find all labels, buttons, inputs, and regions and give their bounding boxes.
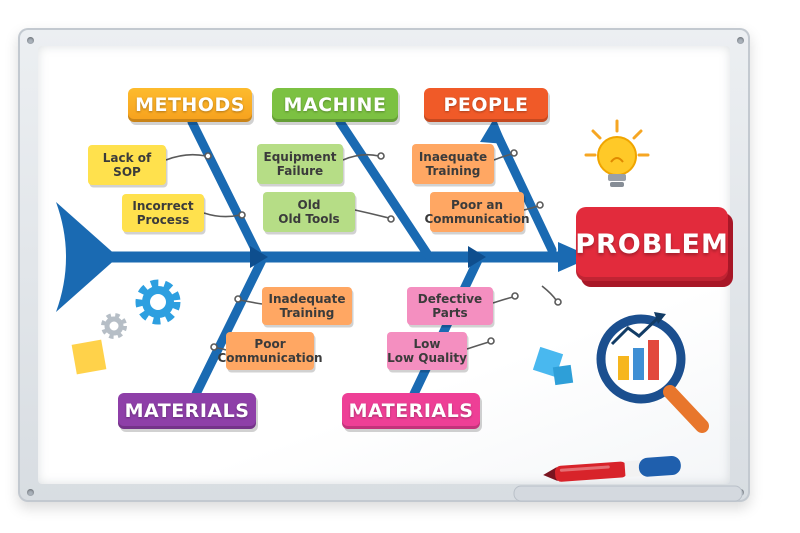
cause-connectors bbox=[165, 149, 562, 351]
cause-inadequate-training-top: Inaequate Training bbox=[412, 144, 494, 184]
sticky-note-blue-icon bbox=[552, 364, 574, 386]
rib-materials-left bbox=[191, 255, 267, 399]
rib-arrowhead bbox=[480, 117, 506, 144]
problem-box: PROBLEM bbox=[575, 207, 728, 281]
cause-low-quality: Low Low Quality bbox=[387, 332, 467, 370]
spine-arrowhead bbox=[558, 242, 592, 272]
frame-screw bbox=[737, 37, 744, 44]
frame-screw bbox=[27, 489, 34, 496]
cause-old-tools: Old Old Tools bbox=[263, 192, 355, 232]
spine-chevron bbox=[468, 246, 486, 268]
rib-people bbox=[491, 127, 557, 255]
small-gear-icon bbox=[101, 313, 127, 339]
whiteboard-tray bbox=[513, 485, 743, 502]
category-materials-right: MATERIALS bbox=[342, 393, 480, 429]
cause-poor-communication-top: Poor an Communication bbox=[424, 192, 530, 232]
spine-chevron bbox=[250, 246, 268, 268]
rib-materials-right bbox=[409, 255, 483, 399]
cause-defective-parts: Defective Parts bbox=[407, 287, 493, 325]
cause-poor-communication-bottom: Poor Communication bbox=[217, 332, 323, 370]
category-people: PEOPLE bbox=[424, 88, 548, 122]
rib-machine bbox=[335, 117, 433, 260]
category-materials-left: MATERIALS bbox=[118, 393, 256, 429]
rib-methods bbox=[187, 117, 263, 260]
sticky-note-yellow-icon bbox=[71, 339, 107, 375]
magnifier-chart-icon bbox=[596, 312, 709, 433]
marker-pen-icon bbox=[543, 456, 681, 482]
cause-incorrect-process: Incorrect Process bbox=[122, 194, 204, 232]
fish-tail bbox=[56, 202, 118, 312]
frame-screw bbox=[27, 37, 34, 44]
category-methods: METHODS bbox=[128, 88, 252, 122]
cause-lack-of-sop: Lack of SOP bbox=[88, 145, 166, 185]
cause-equipment-failure: Equipment Failure bbox=[257, 144, 343, 184]
lightbulb-icon bbox=[584, 119, 650, 187]
gear-icon bbox=[135, 279, 181, 325]
category-machine: MACHINE bbox=[272, 88, 398, 122]
cause-inadequate-training-bottom: Inadequate Training bbox=[262, 287, 352, 325]
